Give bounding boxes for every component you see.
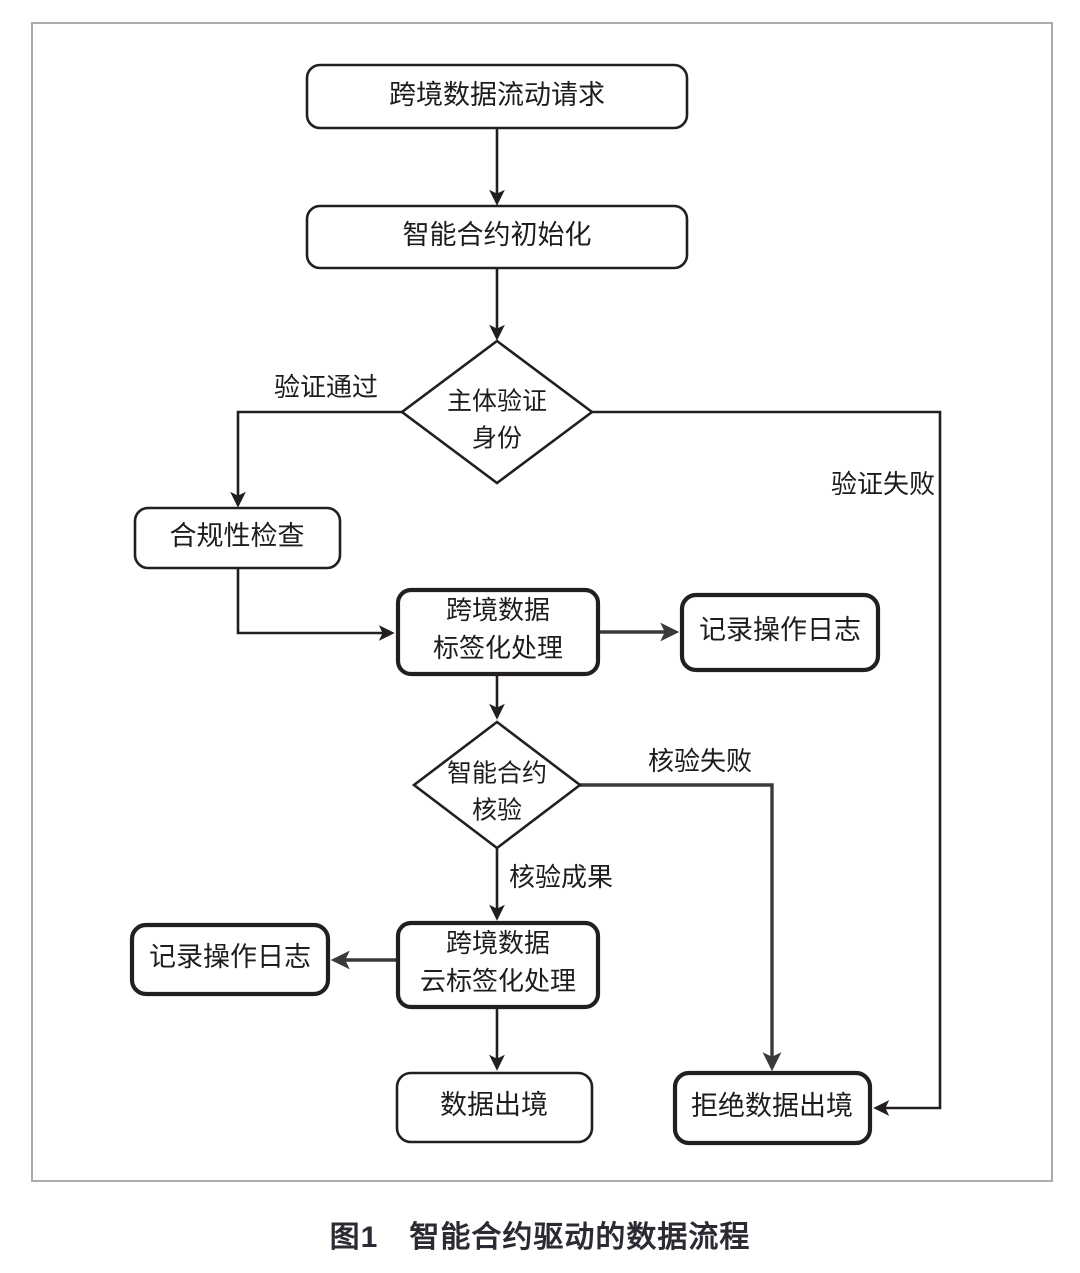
node-request-label: 跨境数据流动请求 [389, 80, 605, 110]
flowchart-canvas: 跨境数据流动请求 智能合约初始化 主体验证 身份 合规性检查 跨境数据 标签化处… [129, 63, 942, 1146]
edge-label-verify-fail: 核验失败 [648, 747, 752, 776]
node-request[interactable]: 跨境数据流动请求 [305, 63, 689, 130]
edge-compliance-to-tagging [236, 568, 395, 641]
node-cloud-tagging[interactable]: 跨境数据 云标签化处理 [395, 920, 601, 1010]
node-reject-label: 拒绝数据出境 [691, 1091, 853, 1121]
node-compliance[interactable]: 合规性检查 [133, 506, 342, 570]
node-verify-decision[interactable]: 智能合约 核验 [411, 720, 583, 850]
node-export-label: 数据出境 [440, 1090, 548, 1120]
node-reject[interactable]: 拒绝数据出境 [672, 1070, 873, 1146]
node-verify-label-line2: 核验 [472, 797, 522, 825]
edge-identity-fail-to-reject [592, 410, 942, 1116]
node-tagging-label-line2: 标签化处理 [433, 634, 563, 663]
edge-identity-pass-to-compliance [230, 410, 402, 508]
edge-label-identity-fail: 验证失败 [831, 470, 935, 499]
node-init-label: 智能合约初始化 [403, 220, 592, 250]
node-tagging-label-line1: 跨境数据 [446, 596, 550, 625]
node-cloud-tagging-label-line1: 跨境数据 [446, 929, 550, 958]
node-log-upper[interactable]: 记录操作日志 [679, 592, 881, 673]
node-identity-label-line1: 主体验证 [447, 388, 547, 416]
node-compliance-label: 合规性检查 [170, 521, 305, 551]
node-identity-decision[interactable]: 主体验证 身份 [399, 339, 595, 485]
node-log-lower[interactable]: 记录操作日志 [129, 922, 331, 997]
node-verify-label-line1: 智能合约 [447, 760, 547, 788]
edge-label-verify-pass: 核验成果 [509, 863, 613, 892]
node-export[interactable]: 数据出境 [395, 1071, 594, 1144]
node-identity-label-line2: 身份 [472, 425, 522, 453]
node-cloud-tagging-label-line2: 云标签化处理 [420, 967, 576, 996]
edge-verify-fail-to-reject [580, 783, 782, 1072]
edge-label-identity-pass: 验证通过 [274, 373, 378, 402]
node-tagging[interactable]: 跨境数据 标签化处理 [395, 587, 601, 677]
node-log-upper-label: 记录操作日志 [699, 615, 861, 645]
node-log-lower-label: 记录操作日志 [149, 942, 311, 972]
node-init[interactable]: 智能合约初始化 [305, 204, 689, 270]
figure-caption: 图1 智能合约驱动的数据流程 [329, 1221, 751, 1254]
